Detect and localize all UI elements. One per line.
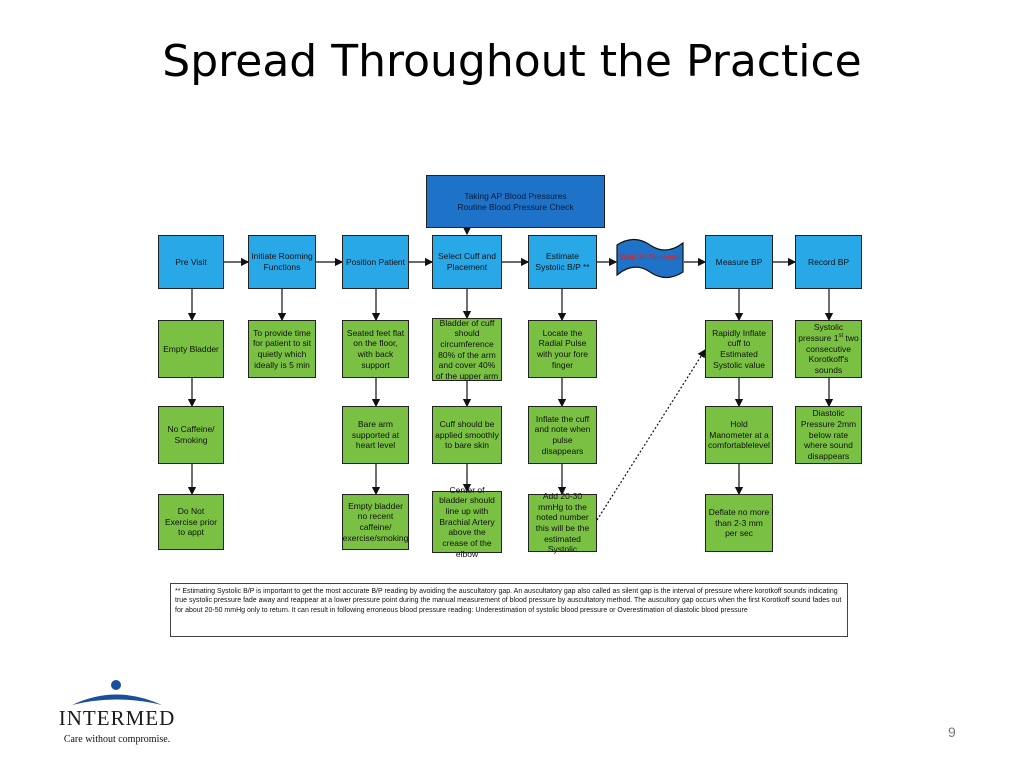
systolic-text-sup: st [838, 333, 844, 340]
detail-no-exercise: Do Not Exercise prior to appt [158, 494, 224, 550]
detail-empty-bladder: Empty Bladder [158, 320, 224, 378]
detail-systolic-pressure: Systolic pressure 1st two consecutive Ko… [795, 320, 862, 378]
detail-diastolic-pressure: Diastolic Pressure 2mm below rate where … [795, 406, 862, 464]
systolic-text-post: two consecutive Korotkoff's sounds [806, 333, 859, 375]
detail-rapidly-inflate: Rapidly Inflate cuff to Estimated Systol… [705, 320, 773, 378]
detail-add-mmhg: Add 20-30 mmHg to the noted number this … [528, 491, 597, 554]
detail-deflate: Deflate no more than 2-3 mm per sec [705, 494, 773, 552]
detail-seated: Seated feet flat on the floor, with back… [342, 320, 409, 378]
detail-provide-time: To provide time for patient to sit quiet… [248, 320, 316, 378]
flow-header-line-1: Taking AP Blood Pressures [464, 190, 567, 201]
detail-hold-manometer: Hold Manometer at a comfortablelevel [705, 406, 773, 464]
detail-no-caffeine: No Caffeine/ Smoking [158, 406, 224, 464]
arrow-dashed-estimate-rapid [596, 348, 706, 521]
detail-empty-bladder-no: Empty bladder no recent caffeine/ exerci… [342, 494, 409, 550]
step-position-patient: Position Patient [342, 235, 409, 289]
footnote-box: ** Estimating Systolic B/P is important … [170, 583, 848, 637]
detail-inflate: Inflate the cuff and note when pulse dis… [528, 406, 597, 464]
page-number: 9 [948, 724, 956, 740]
step-pre-visit: Pre Visit [158, 235, 224, 289]
detail-bladder-cuff: Bladder of cuff should circumference 80%… [432, 318, 502, 381]
detail-locate-radial: Locate the Radial Pulse with your fore f… [528, 320, 597, 378]
wait-banner-shape [616, 238, 684, 279]
systolic-text-pre: Systolic pressure 1 [798, 322, 844, 344]
detail-center-bladder: Center of bladder should line up with Br… [432, 485, 502, 559]
detail-bare-arm: Bare arm supported at heart level [342, 406, 409, 464]
flow-header-line-2: Routine Blood Pressure Check [457, 201, 574, 212]
intermed-logo: INTERMED Care without compromise. [52, 678, 182, 750]
step-rooming: Initiate Rooming Functions [248, 235, 316, 289]
flow-header-box: Taking AP Blood Pressures Routine Blood … [426, 175, 605, 228]
step-record-bp: Record BP [795, 235, 862, 289]
detail-systolic-text: Systolic pressure 1st two consecutive Ko… [798, 322, 859, 375]
step-select-cuff: Select Cuff and Placement [432, 235, 502, 289]
wait-banner-label: Wait 30 Seconds [619, 253, 681, 262]
detail-cuff-smooth: Cuff should be applied smoothly to bare … [432, 406, 502, 464]
step-measure-bp: Measure BP [705, 235, 773, 289]
logo-mark-icon [72, 680, 162, 705]
step-estimate-systolic: Estimate Systolic B/P ** [528, 235, 597, 289]
slide-title: Spread Throughout the Practice [162, 36, 862, 87]
logo-tagline: Care without compromise. [63, 734, 171, 745]
logo-name: INTERMED [58, 706, 176, 730]
